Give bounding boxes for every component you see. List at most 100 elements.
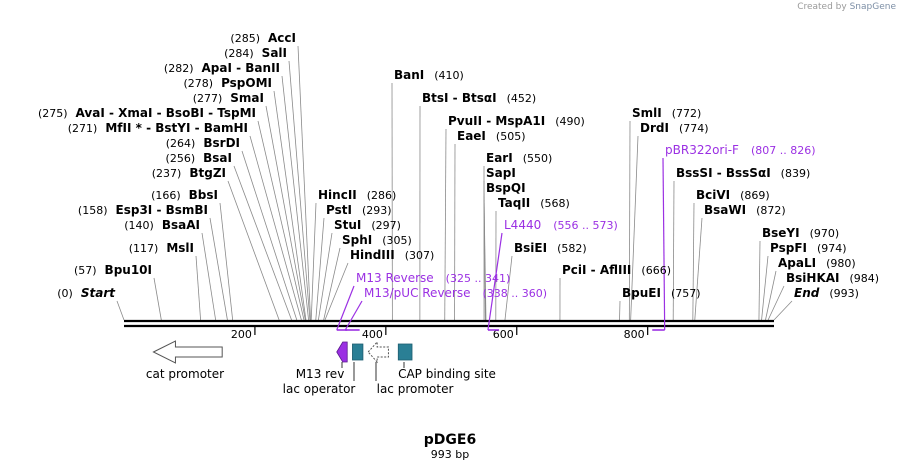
enzyme-label-hindiii[interactable]: HindIII(307)	[350, 248, 434, 262]
enzyme-leader-line	[153, 277, 162, 321]
ruler-tick-label: 400	[362, 328, 383, 341]
enzyme-label-pvuii-mspa1i[interactable]: PvuII - MspA1I(490)	[448, 114, 585, 128]
enzyme-leader-line	[297, 45, 311, 321]
enzyme-label-pcii-afliii[interactable]: PciI - AflIII(666)	[562, 263, 671, 277]
enzyme-label-bsai[interactable]: (256)BsaI	[166, 151, 232, 165]
enzyme-label-pspomi[interactable]: (278)PspOMI	[183, 76, 272, 90]
enzyme-label-bsiei[interactable]: BsiEI(582)	[514, 241, 587, 255]
enzyme-label-acci[interactable]: (285)AccI	[230, 31, 296, 45]
feature-label: lac operator	[283, 382, 356, 396]
enzyme-leader-line	[692, 202, 695, 321]
enzyme-label-end[interactable]: End(993)	[794, 286, 859, 300]
enzyme-leader-line	[257, 120, 305, 321]
enzyme-leader-line	[628, 120, 631, 321]
enzyme-label-sphi[interactable]: SphI(305)	[342, 233, 412, 247]
enzyme-leader-line	[324, 262, 349, 321]
feature-label: cat promoter	[146, 367, 224, 381]
enzyme-leader-line	[318, 232, 333, 321]
enzyme-label-btsi-bts-i[interactable]: BtsI - BtsαI(452)	[422, 91, 536, 105]
enzyme-leader-line	[323, 247, 341, 321]
enzyme-leader-line	[265, 105, 306, 321]
snapgene-logo: SnapGene	[849, 2, 896, 12]
snapgene-credit: Created by SnapGene	[797, 2, 896, 12]
enzyme-label-psti[interactable]: PstI(293)	[326, 203, 392, 217]
enzyme-label-apali[interactable]: ApaLI(980)	[778, 256, 856, 270]
enzyme-leader-line	[116, 300, 125, 321]
enzyme-label-start[interactable]: (0)Start	[57, 286, 116, 300]
enzyme-leader-line	[767, 285, 785, 321]
feature-label: lac promoter	[377, 382, 454, 396]
enzyme-label-apai-banii[interactable]: (282)ApaI - BanII	[164, 61, 280, 75]
cat-promoter-arrow[interactable]	[152, 340, 223, 364]
ruler-tick-label: 800	[624, 328, 645, 341]
enzyme-leader-line	[761, 255, 769, 321]
enzyme-leader-line	[504, 255, 513, 321]
enzyme-leader-line	[233, 165, 292, 321]
primer-label[interactable]: M13/pUC Reverse(338 .. 360)	[364, 286, 547, 300]
enzyme-label-bsrdi[interactable]: (264)BsrDI	[166, 136, 240, 150]
enzyme-leader-line	[241, 150, 298, 321]
enzyme-label-bsihkai[interactable]: BsiHKAI(984)	[786, 271, 879, 285]
enzyme-label-smli[interactable]: SmlI(772)	[632, 106, 701, 120]
feature-label: M13 rev	[296, 367, 345, 381]
enzyme-leader-line	[630, 135, 639, 321]
enzyme-leader-line	[444, 128, 447, 321]
feature-label: CAP binding site	[398, 367, 496, 381]
enzyme-leader-line	[773, 300, 793, 321]
enzyme-leader-line	[288, 60, 311, 321]
enzyme-leader-line	[195, 255, 201, 321]
enzyme-leader-line	[672, 180, 675, 321]
enzyme-label-stui[interactable]: StuI(297)	[334, 218, 401, 232]
enzyme-label-eaei[interactable]: EaeI(505)	[457, 129, 526, 143]
enzyme-label-sali[interactable]: (284)SalI	[224, 46, 287, 60]
enzyme-label-smai[interactable]: (277)SmaI	[193, 91, 264, 105]
enzyme-leader-line	[227, 180, 280, 321]
enzyme-label-bspqi[interactable]: BspQI	[486, 181, 526, 195]
lac-promoter-arrow[interactable]	[367, 340, 389, 364]
cap-binding-site-box[interactable]	[397, 343, 413, 361]
primer-label[interactable]: M13 Reverse(325 .. 341)	[356, 271, 510, 285]
enzyme-leader-line	[249, 135, 302, 321]
primer-leader	[487, 232, 503, 331]
lac-operator-box[interactable]	[352, 343, 364, 361]
ruler-tick-label: 600	[493, 328, 514, 341]
enzyme-label-bsssi-bsss-i[interactable]: BssSI - BssSαI(839)	[676, 166, 810, 180]
enzyme-label-drdi[interactable]: DrdI(774)	[640, 121, 709, 135]
enzyme-label-bpu10i[interactable]: (57)Bpu10I	[74, 263, 152, 277]
primer-label[interactable]: pBR322ori-F(807 .. 826)	[665, 143, 816, 157]
enzyme-label-bseyi[interactable]: BseYI(970)	[762, 226, 839, 240]
enzyme-label-hincii[interactable]: HincII(286)	[318, 188, 396, 202]
enzyme-leader-line	[219, 202, 234, 321]
m13-rev-arrow[interactable]	[336, 341, 348, 363]
enzyme-leader-line	[315, 217, 325, 321]
primer-label[interactable]: L4440(556 .. 573)	[504, 218, 618, 232]
enzyme-label-bpuei[interactable]: BpuEI(757)	[622, 286, 701, 300]
enzyme-leader-line	[281, 75, 309, 321]
enzyme-label-mfii-bstyi-bamhi[interactable]: (271)MfII * - BstYI - BamHI	[68, 121, 248, 135]
enzyme-leader-line	[758, 240, 761, 321]
enzyme-label-esp3i-bsmbi[interactable]: (158)Esp3I - BsmBI	[78, 203, 208, 217]
enzyme-leader-line	[483, 195, 487, 321]
enzyme-label-btgzi[interactable]: (237)BtgZI	[152, 166, 226, 180]
enzyme-label-bani[interactable]: BanI(410)	[394, 68, 464, 82]
enzyme-label-sapi[interactable]: SapI	[486, 166, 516, 180]
enzyme-label-taqii[interactable]: TaqII(568)	[498, 196, 570, 210]
plasmid-name: pDGE6	[423, 432, 477, 448]
enzyme-leader-line	[209, 217, 228, 321]
primer-leader	[662, 157, 666, 331]
enzyme-label-pspfi[interactable]: PspFI(974)	[770, 241, 847, 255]
enzyme-label-eari[interactable]: EarI(550)	[486, 151, 552, 165]
enzyme-label-avai-xmai-bsobi-tspmi[interactable]: (275)AvaI - XmaI - BsoBI - TspMI	[38, 106, 256, 120]
enzyme-label-bsawi[interactable]: BsaWI(872)	[704, 203, 786, 217]
primer-leader	[344, 300, 363, 331]
enzyme-leader-line	[201, 232, 217, 321]
enzyme-label-bcivi[interactable]: BciVI(869)	[696, 188, 770, 202]
enzyme-leader-line	[694, 217, 703, 321]
enzyme-label-msli[interactable]: (117)MslI	[129, 241, 194, 255]
enzyme-label-bbsi[interactable]: (166)BbsI	[151, 188, 218, 202]
plasmid-length: 993 bp	[430, 448, 470, 461]
enzyme-label-bsaai[interactable]: (140)BsaAI	[124, 218, 200, 232]
enzyme-leader-line	[310, 202, 317, 321]
ruler-tick-label: 200	[231, 328, 252, 341]
